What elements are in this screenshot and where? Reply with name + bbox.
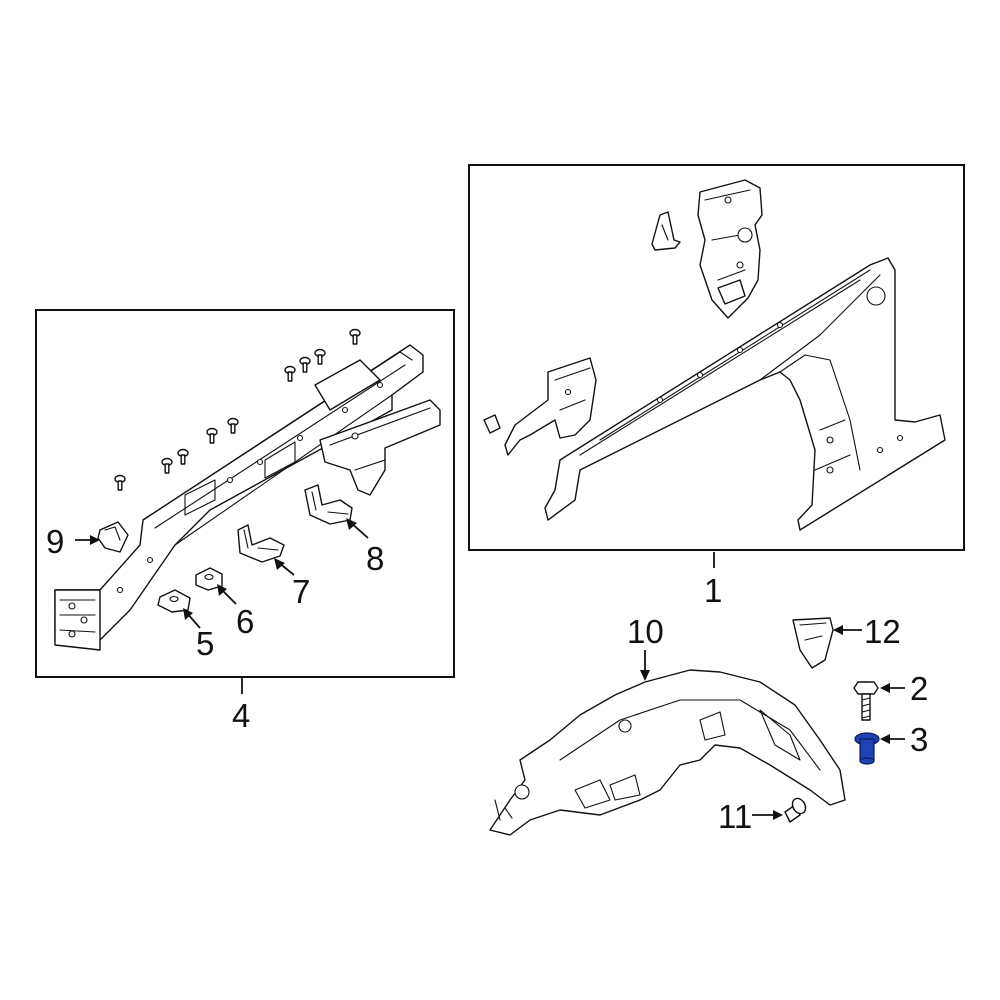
leader-12-arrowhead: [833, 625, 843, 635]
callout-1: 1: [704, 572, 722, 609]
inner-quarter-panel[interactable]: [544, 257, 946, 531]
callout-5: 5: [196, 625, 214, 662]
part-9-bracket[interactable]: [97, 521, 129, 553]
callout-9: 9: [46, 523, 64, 560]
leader-2-arrowhead: [880, 683, 890, 693]
part-11-push-pin[interactable]: [784, 796, 808, 823]
callout-10: 10: [627, 613, 664, 650]
part-7-bracket[interactable]: [237, 524, 285, 563]
leader-3-arrowhead: [880, 734, 890, 744]
leader-10-arrowhead: [640, 670, 650, 681]
leader-5-arrowhead: [183, 608, 193, 620]
small-clip[interactable]: [483, 414, 501, 434]
part-6-bracket[interactable]: [195, 567, 223, 591]
callout-8: 8: [366, 540, 384, 577]
callout-4: 4: [232, 697, 250, 734]
small-upper-bracket[interactable]: [651, 211, 681, 251]
part-12-bracket[interactable]: [792, 617, 834, 669]
callout-7: 7: [292, 573, 310, 610]
rail-assembly-frame: [35, 309, 455, 678]
callout-2: 2: [910, 670, 928, 707]
frame-rail[interactable]: [54, 344, 441, 651]
callout-11: 11: [718, 798, 752, 835]
rail-bolts[interactable]: [114, 328, 361, 491]
part-2-flange-bolt[interactable]: [853, 681, 879, 721]
mid-bracket[interactable]: [504, 357, 597, 456]
part-8-bracket[interactable]: [304, 484, 353, 525]
leader-9-arrowhead: [90, 535, 100, 545]
callout-3: 3: [910, 721, 928, 758]
part-5-pad[interactable]: [157, 589, 191, 613]
quarter-panel-assembly-frame: [468, 164, 965, 551]
leader-7-arrowhead: [274, 558, 285, 570]
leader-11-arrowhead: [773, 810, 783, 820]
callout-12: 12: [864, 613, 901, 650]
leader-6-arrowhead: [217, 584, 227, 596]
part-10-wheelhouse-liner[interactable]: [489, 669, 846, 836]
part-3-bolt-highlighted[interactable]: [854, 732, 880, 765]
leader-8-arrowhead: [346, 518, 357, 530]
upper-brace[interactable]: [697, 179, 763, 319]
callout-6: 6: [236, 603, 254, 640]
